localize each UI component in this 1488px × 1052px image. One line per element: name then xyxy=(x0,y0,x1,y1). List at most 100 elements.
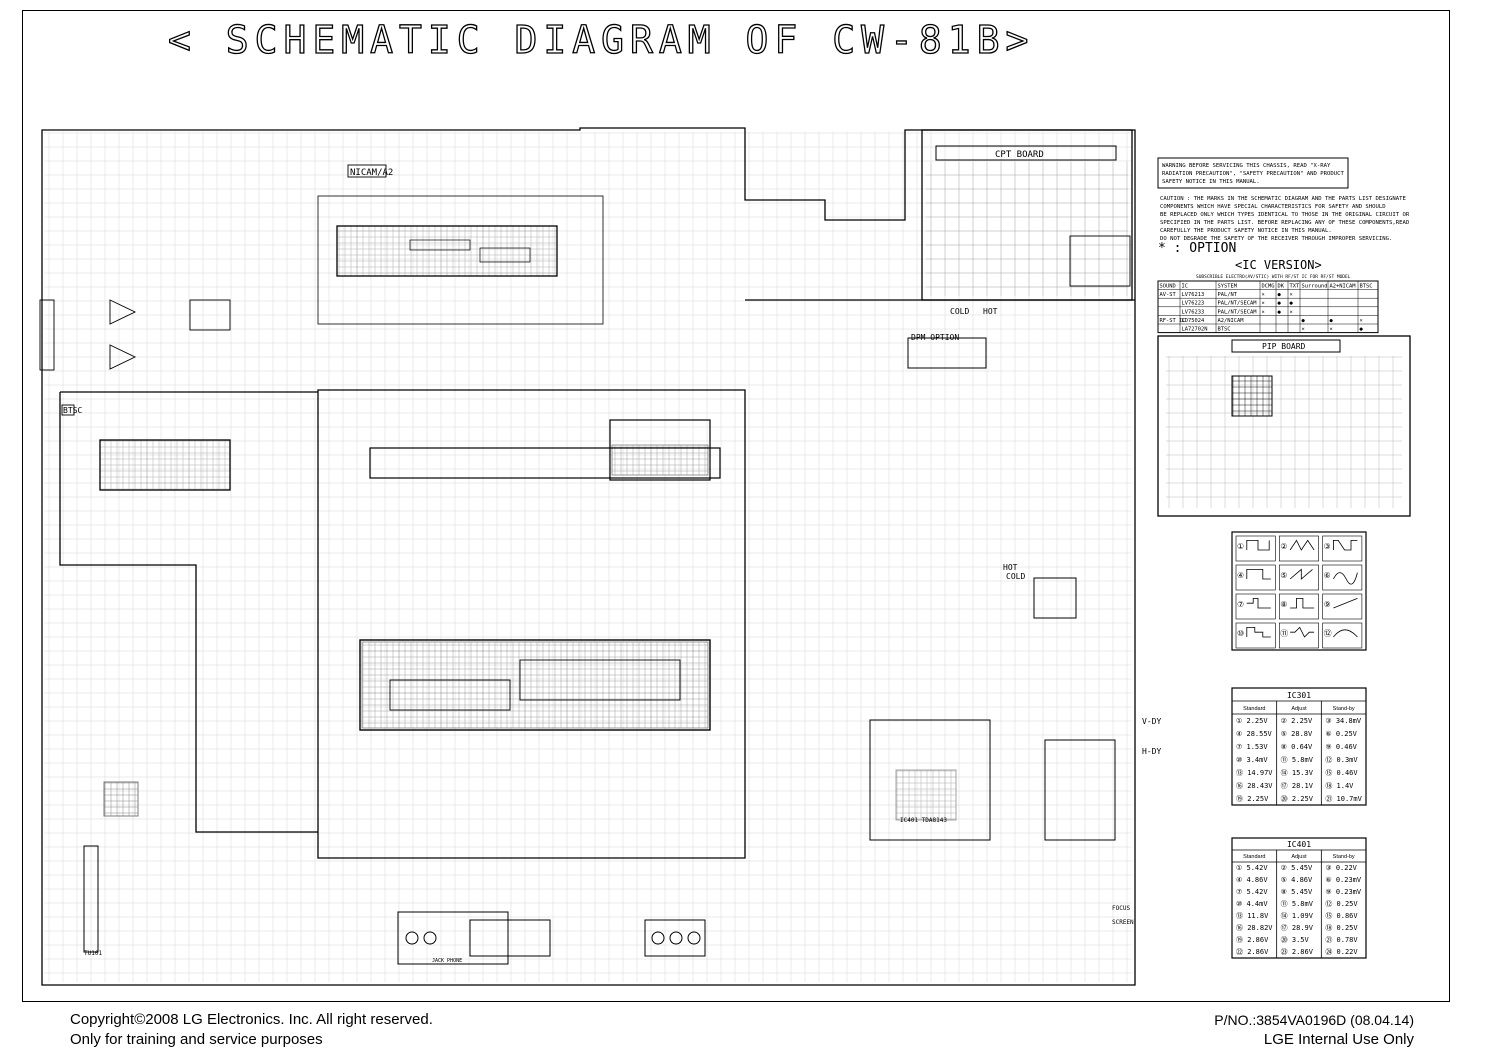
waveform-trace xyxy=(1333,598,1358,609)
ic301-cell: ⑫ 0.3mV xyxy=(1325,756,1358,764)
ic401-cell: ⑭ 1.09V xyxy=(1281,912,1314,920)
ic301-cell: ⑨ 0.46V xyxy=(1325,743,1357,751)
waveform-number: ⑪ xyxy=(1280,629,1288,638)
waveform-trace xyxy=(1289,568,1313,580)
waveform-number: ③ xyxy=(1324,542,1331,551)
pip-board: PIP BOARD xyxy=(1157,335,1411,517)
page-title: < SCHEMATIC DIAGRAM OF CW-81B> xyxy=(167,17,1035,62)
ic401-cell: ⑬ 11.8V xyxy=(1236,912,1269,920)
ic401-cell: ⑲ 2.86V xyxy=(1236,936,1269,944)
ic-version-cell: LV76213 xyxy=(1182,292,1205,298)
ic401-cell: ⑪ 5.8mV xyxy=(1281,900,1314,908)
h-dy-label: H-DY xyxy=(1142,747,1161,756)
hot-label-bottom: HOT xyxy=(1003,563,1018,572)
ic401-cell: ㉒ 2.86V xyxy=(1236,948,1269,956)
ic301-cell: ⑬ 14.97V xyxy=(1236,769,1273,777)
ic-version-header: A2+NICAM xyxy=(1330,284,1357,290)
screen-label: SCREEN xyxy=(1112,919,1134,926)
ic401-cell: ⑮ 0.86V xyxy=(1325,912,1358,920)
ic-version-cell: × xyxy=(1262,309,1265,315)
ic401-cell: ⑫ 0.25V xyxy=(1325,900,1358,908)
ic401-cell: ① 5.42V xyxy=(1236,864,1268,872)
jungle-ic xyxy=(369,419,721,481)
ic301-header: Stand-by xyxy=(1333,706,1355,712)
cpt-board-label: CPT BOARD xyxy=(995,150,1044,160)
ic-version-cell: LV76223 xyxy=(1182,301,1205,307)
cold-label-top: COLD xyxy=(950,307,969,316)
copyright-text: Copyright©2008 LG Electronics. Inc. All … xyxy=(70,1011,433,1028)
dpm-option-label: DPM OPTION xyxy=(911,333,959,342)
ic-version-cell: × xyxy=(1290,292,1293,298)
ic-version-header: SOUND xyxy=(1160,284,1176,290)
ic-version-cell: × xyxy=(1290,309,1293,315)
ic-version-cell: ● xyxy=(1360,327,1364,333)
ic401-cell: ⑤ 4.86V xyxy=(1281,876,1313,884)
ic-version-header: SYSTEM xyxy=(1218,284,1238,290)
ic401-cell: ㉔ 0.22V xyxy=(1325,948,1358,956)
ic301-cell: ⑱ 1.4V xyxy=(1325,782,1354,790)
waveform-trace xyxy=(1246,627,1271,638)
waveform-trace xyxy=(1246,540,1270,551)
ic401-cell: ④ 4.86V xyxy=(1236,876,1268,884)
micro-ic xyxy=(359,639,711,731)
waveform-trace xyxy=(1290,626,1315,638)
ic401-header: Adjust xyxy=(1291,854,1307,860)
caution-text: CAUTION : THE MARKS IN THE SCHEMATIC DIA… xyxy=(1160,196,1413,242)
ic401-header: Standard xyxy=(1243,854,1265,860)
ic401-cell: ⑰ 28.9V xyxy=(1281,924,1314,932)
ic401-part-label: IC401 TDA8143 xyxy=(900,817,947,824)
waveform-number: ⑩ xyxy=(1237,629,1244,638)
ic-version-header: DCMG xyxy=(1262,284,1275,290)
waveform-number: ⑥ xyxy=(1324,571,1331,580)
waveform-number: ⑤ xyxy=(1280,571,1287,580)
ic-version-cell: × xyxy=(1262,292,1265,298)
ic-version-cell: × xyxy=(1302,327,1305,333)
ic401-cell: ⑥ 0.23mV xyxy=(1325,876,1362,884)
footer-right: P/NO.:3854VA0196D (08.04.14) LGE Interna… xyxy=(1214,1010,1414,1050)
training-text: Only for training and service purposes xyxy=(70,1031,323,1048)
waveform-number: ⑧ xyxy=(1280,600,1287,609)
waveform-trace xyxy=(1290,598,1315,609)
waveform-number: ⑨ xyxy=(1324,600,1331,609)
ic301-cell: ⑦ 1.53V xyxy=(1236,743,1268,751)
ic-version-cell: × xyxy=(1262,301,1265,307)
waveform-number: ④ xyxy=(1237,571,1244,580)
ic-version-cell: LV76233 xyxy=(1182,309,1205,315)
ic301-cell: ⑩ 3.4mV xyxy=(1236,756,1268,764)
cold-label-bottom: COLD xyxy=(1006,572,1025,581)
av-jacks xyxy=(397,911,706,965)
ic-version-cell: ● xyxy=(1330,318,1334,324)
ic301-cell: ⑤ 28.8V xyxy=(1281,730,1313,738)
ic401-cell: ⑩ 4.4mV xyxy=(1236,900,1268,908)
waveform-trace xyxy=(1333,572,1358,585)
hot-label-top: HOT xyxy=(983,307,998,316)
waveform-number: ⑫ xyxy=(1324,629,1332,638)
waveform-trace xyxy=(1332,540,1358,551)
ic401-header: Stand-by xyxy=(1333,854,1355,860)
warning-box: WARNING BEFORE SERVICING THIS CHASSIS, R… xyxy=(1157,157,1349,189)
v-dy-label: V-DY xyxy=(1142,717,1161,726)
ic-version-cell: RF-ST IC xyxy=(1160,318,1186,324)
waveform-trace xyxy=(1333,629,1358,638)
ic-version-header: BTSC xyxy=(1360,284,1373,290)
ic401-cell: ⑯ 28.82V xyxy=(1236,924,1273,932)
ic-version-header: DK xyxy=(1278,284,1285,290)
ic301-cell: ⑭ 15.3V xyxy=(1281,769,1314,777)
audio-amp-block xyxy=(39,299,231,371)
ic-version-cell: PAL/NT/SECAM xyxy=(1218,301,1258,307)
ic401-cell: ⑨ 0.23mV xyxy=(1325,888,1362,896)
waveform-number: ② xyxy=(1280,542,1287,551)
ic301-cell: ① 2.25V xyxy=(1236,717,1268,725)
pip-board-label: PIP BOARD xyxy=(1262,342,1306,351)
ic301-cell: ⑮ 0.46V xyxy=(1325,769,1358,777)
tuner-label: TU101 xyxy=(84,950,102,957)
ic301-cell: ㉑ 10.7mV xyxy=(1325,795,1362,803)
jack-label: JACK PHONE xyxy=(432,958,462,964)
waveform-number: ⑦ xyxy=(1237,600,1244,609)
focus-label: FOCUS xyxy=(1112,905,1130,912)
